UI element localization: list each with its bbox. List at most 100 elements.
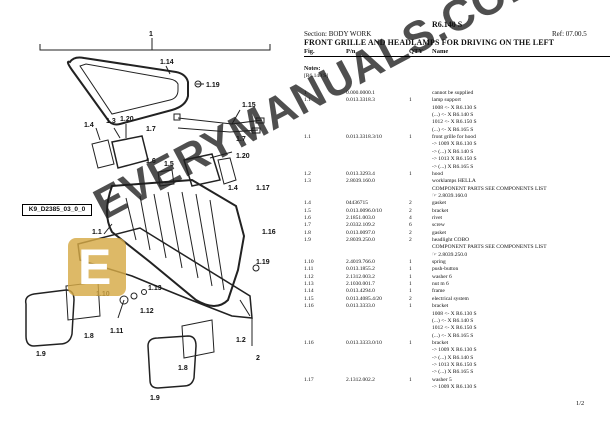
cell-pn: 2.8039.250.0 [346,237,375,243]
cell-name: washer 6 [432,273,452,280]
cell-name: (...) <- X R6.165 S [432,332,474,339]
cell-pn: 0.013.0097.0 [346,229,375,236]
cell-name: COMPONENT PARTS SEE COMPONENTS LIST [432,185,547,192]
headlight-left-part [24,289,75,347]
model-name: R6.140 S [432,20,463,29]
cell-pn: 2.4019.766.0 [346,259,375,266]
diagram-label: 1.7 [236,136,246,143]
cell-name: cannot be supplied [432,90,474,96]
cell-name: -> (...) X R6.165 S [432,163,474,170]
cell-pn: 0.013.4085.4/20 [346,295,382,302]
cell-fig: 1.13 [304,281,314,288]
cell-name: -> (...) X R6.140 S [432,354,474,361]
cell-fig: 1.2 [304,170,311,177]
cell-name: bracket [432,339,449,346]
diagram-label: 1.4 [228,185,238,192]
header-divider [304,56,610,57]
cell-name: worklamps HELLA [432,178,476,185]
cell-name: -> (...) X R6.140 S [432,148,474,155]
cell-qty: 2 [409,200,412,207]
page-number: 1/2 [576,400,585,407]
cell-pn: 0.013.3293.4 [346,170,375,177]
cell-name: rivet [432,214,443,221]
cell-fig: 1.9 [304,237,311,243]
cell-name: electrical system [432,295,469,302]
parts-list-panel: R6.140 S Section: BODY WORK Ref: 07.00.5… [304,0,610,432]
diagram-label: 1.19 [206,82,220,89]
cell-name: push-button [432,266,459,273]
cell-name: -> 1013 X R6.150 S [432,361,477,368]
cell-pn: 2.8039.160.0 [346,178,375,185]
cell-qty: 1 [409,288,412,295]
cell-name: 1012 <- X R6.150 S [432,119,477,126]
cell-fig: 1.1 [304,134,311,141]
cell-qty: 1 [409,97,412,104]
cell-fig: 1.4 [304,200,311,207]
exploded-parts-diagram: 1 1.14 1.19 1.15 1.4 1.3 1.20 1.7 1.7 1.… [24,31,276,402]
cell-pn: 04436715 [346,200,368,207]
cell-name: (...) <- X R6.140 S [432,112,474,119]
page-title: FRONT GRILLE AND HEADLAMPS FOR DRIVING O… [304,38,555,47]
diagram-label: 1.20 [120,116,134,123]
hood-part [77,227,253,319]
cell-name: gasket [432,200,447,207]
cell-qty: 1 [409,266,412,273]
cell-name: bracket [432,303,449,310]
cell-fig: 1.12 [304,273,314,280]
cell-qty: 2 [409,295,412,302]
cell-pn: 0.013.3333.0 [346,303,375,310]
cell-name: ☞ 2.8039.250.0 [432,251,468,258]
diagram-label: 1.15 [242,102,256,109]
diagram-label: 1.8 [178,365,188,372]
cell-qty: 2 [409,229,412,236]
diagram-label: 1.12 [140,308,154,315]
cell-name: COMPONENT PARTS SEE COMPONENTS LIST [432,244,547,251]
cell-qty: 1 [409,259,412,266]
cell-name: 1008 <- X R6.130 S [432,104,477,111]
worklamp-right-part [183,153,221,187]
cell-name: -> 1009 X R6.130 S [432,384,477,390]
cell-qty: 1 [409,281,412,288]
diagram-label: 1.20 [236,153,250,160]
cell-qty: 6 [409,222,412,229]
col-header-fig: Fig. [304,48,315,55]
section-name: Section: BODY WORK [304,30,372,38]
cell-qty: 2 [409,237,412,243]
cell-name: lamp support [432,97,461,104]
diagram-label: 1.17 [256,185,270,192]
cell-name: hood [432,170,443,177]
diagram-label: 1.1 [92,229,102,236]
diagram-label: 1.7 [146,126,156,133]
cell-qty: 1 [409,134,412,141]
gasket-right-part [217,157,237,185]
diagram-label: 1 [149,31,153,38]
cell-name: frame [432,288,445,295]
cell-fig: 1.10 [304,259,314,266]
cell-fig: 1.16 [304,303,314,310]
diagram-label: 1.4 [84,122,94,129]
cell-fig: 1.11 [304,266,314,273]
cell-pn: 0.013.3318.3/10 [346,134,382,141]
cell-pn: 2.1851.003.0 [346,214,375,221]
cell-pn: 2.1030.001.7 [346,281,375,288]
cell-fig: 1.6 [304,214,311,221]
cell-fig: 1.8 [304,229,311,236]
gasket-right-lower-part [181,319,215,359]
cell-fig: 1.1 [304,97,311,104]
diagram-label: 1.13 [148,285,162,292]
cell-qty: 4 [409,214,412,221]
cell-pn: 2.1312.002.2 [346,376,375,383]
cell-name: headlight COBO [432,237,470,243]
cell-qty: 1 [409,376,412,383]
diagram-label: 1.9 [36,351,46,358]
diagram-reference-code: K9_D2385_03_0_0 [22,204,92,216]
cell-name: (...) <- X R6.140 S [432,317,474,324]
cell-qty: 1 [409,170,412,177]
cell-pn: 0.013.3318.3 [346,97,375,104]
cell-name: front grille for hood [432,134,476,141]
cell-fig: 1 [304,90,307,96]
cell-fig: 1.14 [304,288,314,295]
diagram-label: 1.5 [164,161,174,168]
cell-name: screw [432,222,445,229]
col-header-name: Name [432,48,449,55]
